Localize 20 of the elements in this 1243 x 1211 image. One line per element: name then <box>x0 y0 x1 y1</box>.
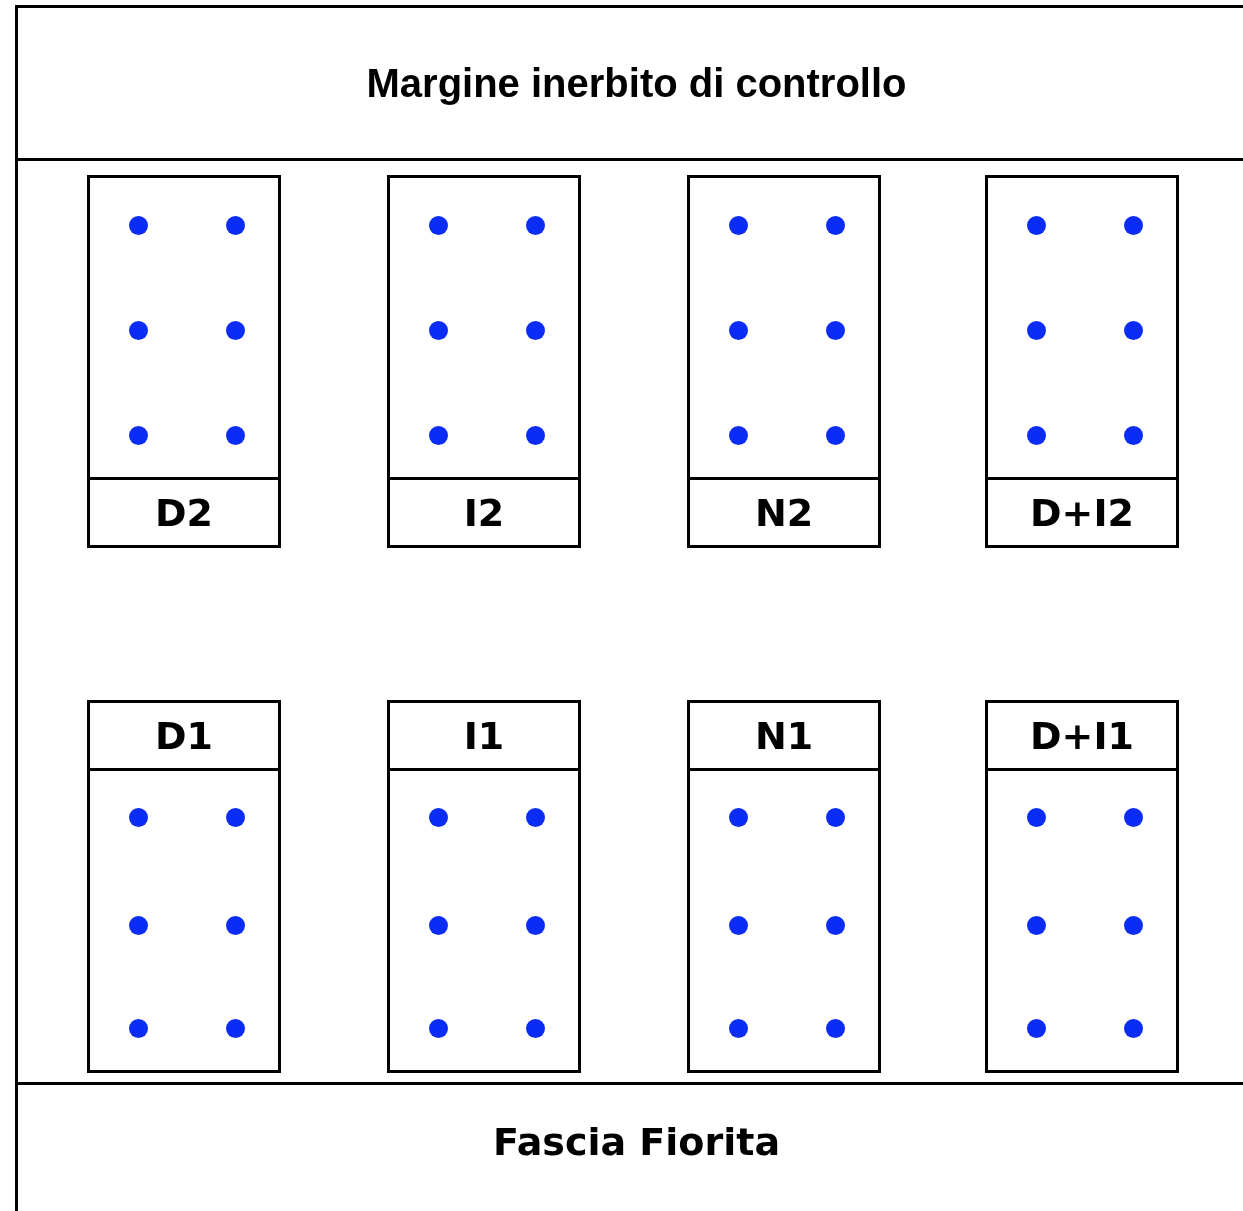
plot-box <box>985 700 1179 1073</box>
plot-label: D1 <box>155 713 213 758</box>
plot-label: D+I1 <box>1030 713 1134 758</box>
plot-label: I2 <box>463 490 505 535</box>
plot-box <box>387 175 581 548</box>
plot-label: N2 <box>754 490 814 535</box>
plot-box <box>87 700 281 1073</box>
field-margin-band <box>15 5 1243 161</box>
flower-strip-band <box>15 1082 1243 1211</box>
plot-box <box>687 175 881 548</box>
band-title: Fascia Fiorita <box>492 1120 781 1164</box>
plot-box <box>87 175 281 548</box>
plot-label: D2 <box>155 490 213 535</box>
band-title: Margine inerbito di controllo <box>366 60 907 106</box>
plot-label: D+I2 <box>1030 490 1134 535</box>
plot-box <box>387 700 581 1073</box>
plot-box <box>687 700 881 1073</box>
plot-label: N1 <box>754 713 814 758</box>
plot-box <box>985 175 1179 548</box>
plot-label: I1 <box>463 713 505 758</box>
